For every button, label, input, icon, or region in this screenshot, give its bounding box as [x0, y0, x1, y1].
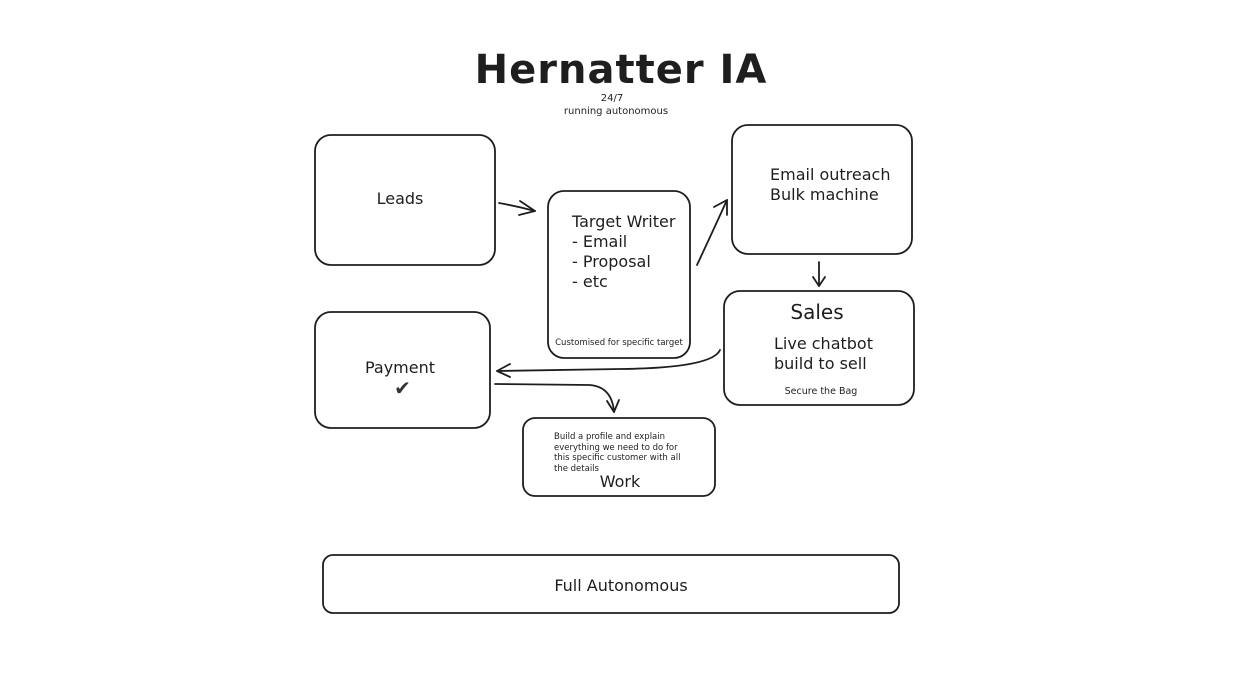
email-outreach-text: Email outreach Bulk machine [770, 165, 891, 205]
subtitle-line-2: running autonomous [563, 106, 669, 117]
arrowhead-sales-to-payment [496, 363, 511, 378]
full-autonomous-box[interactable] [322, 554, 900, 614]
target-writer-item: - Email [572, 232, 628, 251]
sales-box[interactable] [723, 290, 915, 406]
sales-text: Live chatbot build to sell [774, 334, 873, 374]
email-outreach-line: Bulk machine [770, 185, 879, 204]
arrowhead-outreach-to-sales [812, 276, 826, 287]
arrow-payment-to-work [494, 383, 615, 413]
sales-line: build to sell [774, 354, 867, 373]
email-outreach-box[interactable] [731, 124, 913, 255]
leads-box[interactable] [314, 134, 496, 266]
checkmark-icon: ✔ [394, 376, 411, 400]
target-writer-box[interactable] [547, 190, 691, 359]
subtitle-line-1: 24/7 [600, 93, 624, 104]
sales-heading: Sales [790, 300, 844, 324]
target-writer-text: Target Writer - Email - Proposal - etc [572, 212, 675, 292]
payment-box[interactable] [314, 311, 491, 429]
target-writer-footnote: Customised for specific target [555, 338, 683, 348]
arrow-writer-to-outreach [696, 199, 728, 266]
work-box[interactable] [522, 417, 716, 497]
leads-label: Leads [376, 189, 424, 208]
work-note: Build a profile and explain everything w… [554, 432, 681, 474]
arrow-sales-to-payment [496, 349, 721, 372]
target-writer-item: - Proposal [572, 252, 651, 271]
work-label: Work [599, 472, 641, 491]
target-writer-item: - etc [572, 272, 608, 291]
arrowhead-writer-to-outreach [713, 199, 728, 216]
sales-line: Live chatbot [774, 334, 873, 353]
sales-footnote: Secure the Bag [784, 386, 858, 397]
payment-label: Payment [364, 358, 436, 377]
diagram-title: Hernatter IA [474, 47, 768, 93]
arrowhead-payment-to-work [606, 399, 620, 413]
full-autonomous-label: Full Autonomous [554, 576, 688, 595]
arrow-leads-to-writer [498, 202, 536, 212]
arrowhead-leads-to-writer [518, 200, 536, 216]
email-outreach-line: Email outreach [770, 165, 891, 184]
target-writer-heading: Target Writer [572, 212, 676, 231]
